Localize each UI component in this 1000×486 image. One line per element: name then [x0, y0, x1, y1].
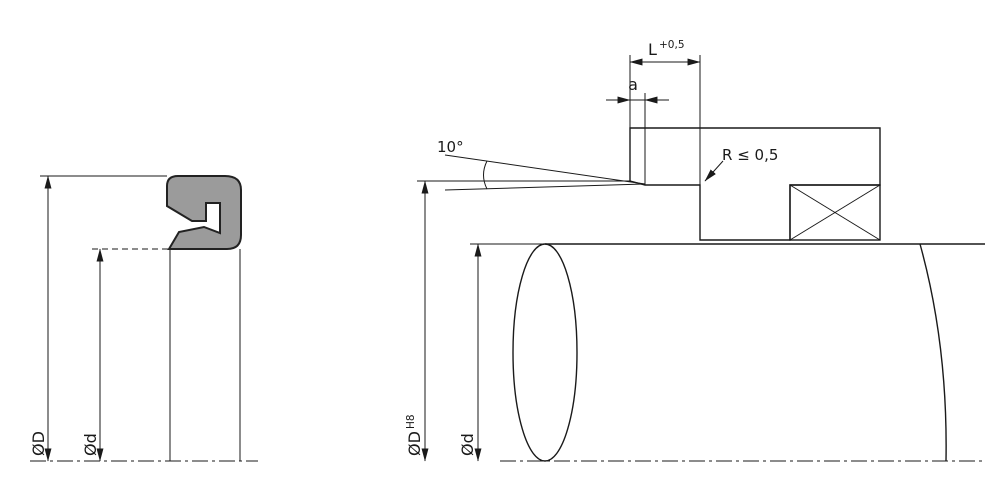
outer-diameter-label: ØD [29, 431, 48, 456]
groove-length-tolerance: +0,5 [659, 39, 685, 51]
rod-diameter-label-group: Ød [458, 433, 477, 456]
bore-diameter-label-group: ØD H8 [405, 414, 424, 456]
lip-width-label: a [628, 75, 638, 94]
corner-radius-leader [704, 160, 724, 182]
right-view: L +0,5 a 10° R ≤ 0,5 ØD H8 [405, 39, 985, 462]
chamfer-angle-line-upper [444, 154, 646, 185]
wiper-seal-profile [166, 175, 242, 250]
bore-diameter-tolerance: H8 [405, 414, 417, 429]
left-view: ØD Ød [29, 175, 258, 462]
bore-diameter-label: ØD [405, 431, 424, 456]
inner-diameter-label-group: Ød [81, 433, 100, 456]
seal-position-box [789, 184, 881, 241]
groove-length-label: L [648, 40, 657, 59]
seal-box-outline [789, 184, 881, 241]
inner-diameter-label: Ød [81, 433, 100, 456]
chamfer-angle-label: 10° [437, 138, 464, 156]
rod-diameter-label: Ød [458, 433, 477, 456]
outer-diameter-label-group: ØD [29, 431, 48, 456]
rod-break-arc [919, 243, 947, 462]
seal-box-diagonal-2 [789, 184, 881, 241]
rod-end-ellipse [512, 243, 578, 462]
chamfer-angle-line-lower [444, 183, 646, 191]
housing-section [629, 127, 881, 241]
corner-radius-label: R ≤ 0,5 [722, 146, 778, 164]
chamfer-angle-arc [483, 160, 488, 190]
